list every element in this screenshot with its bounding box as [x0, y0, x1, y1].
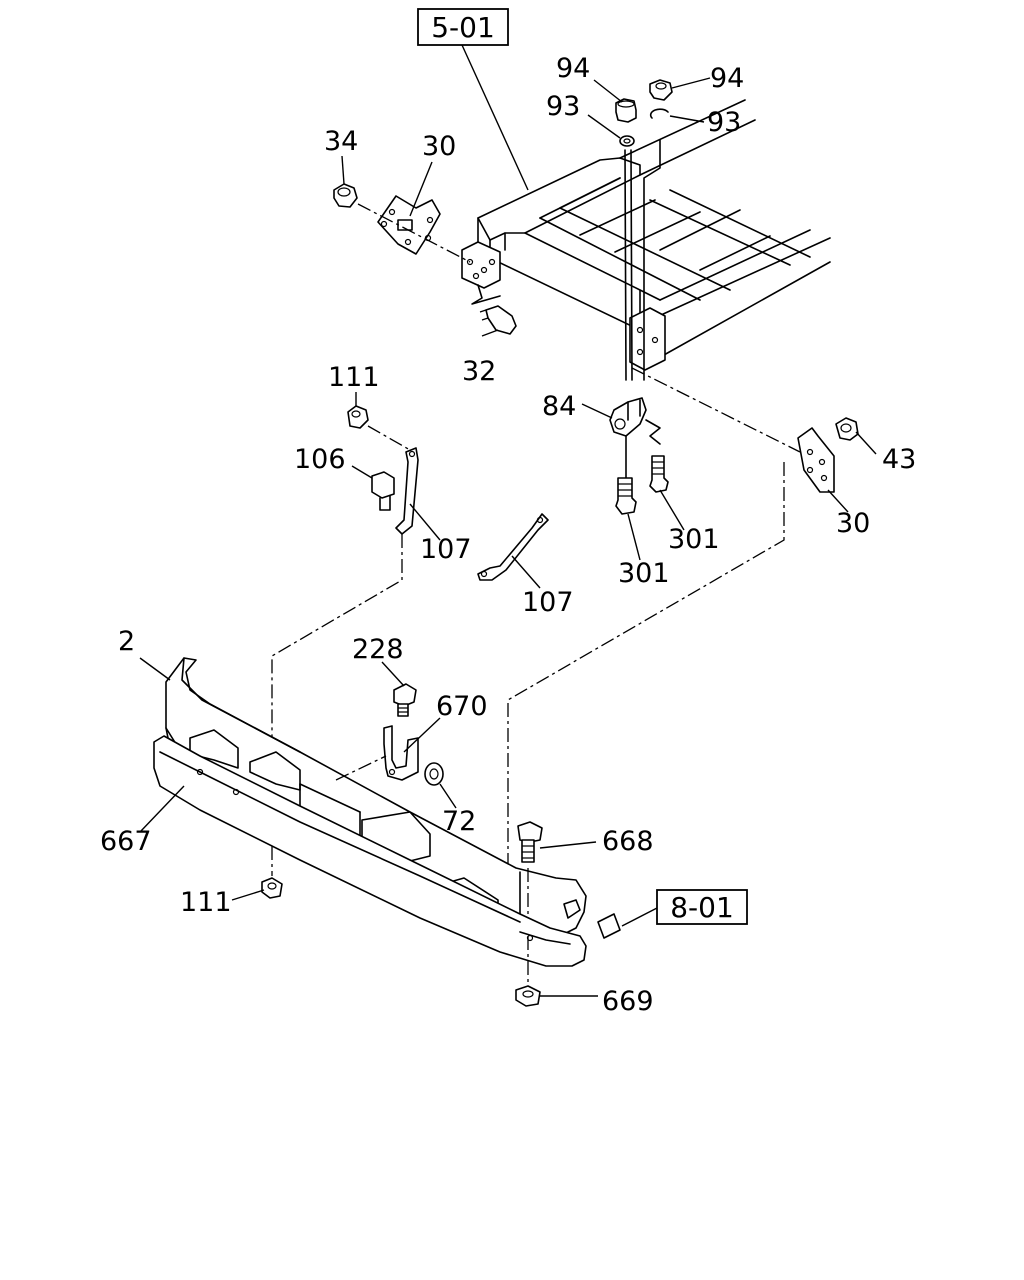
nut-94-right	[649, 79, 673, 101]
leader-lines	[139, 77, 877, 997]
label-670[interactable]: 670	[436, 691, 488, 722]
bolt-668	[517, 821, 543, 863]
clamp-84	[609, 397, 647, 437]
centerline-111	[367, 425, 411, 451]
centerline-right-to-bumper	[507, 462, 785, 866]
stay-107-right	[477, 513, 549, 581]
label-93-left[interactable]: 93	[546, 91, 580, 122]
break-line-84	[645, 419, 661, 445]
lamp-part	[597, 913, 621, 939]
stud-rod-left-edge	[630, 149, 633, 381]
centerline-stay-to-bumper	[271, 534, 403, 740]
svg-text:8-01: 8-01	[670, 891, 734, 924]
washer-93-left	[619, 135, 635, 147]
centerline-bracket-30-left	[357, 203, 471, 263]
label-2[interactable]: 2	[118, 626, 135, 657]
part-labels: 94 94 93 93 34 30 32 111 84 43 106 107 3…	[100, 53, 916, 1017]
label-43[interactable]: 43	[882, 444, 916, 475]
skirt-667	[153, 735, 587, 967]
label-301-right[interactable]: 301	[668, 524, 720, 555]
nut-111-bottom	[261, 877, 283, 899]
label-72[interactable]: 72	[442, 806, 476, 837]
label-84[interactable]: 84	[542, 391, 576, 422]
reference-5-01[interactable]: 5-01	[417, 8, 509, 46]
break-line-32	[471, 284, 501, 305]
bracket-670	[383, 725, 419, 781]
nut-94-left	[615, 98, 637, 123]
label-107-right[interactable]: 107	[522, 587, 574, 618]
centerline-bracket-30-right	[631, 367, 801, 453]
label-93-right[interactable]: 93	[707, 107, 741, 138]
washer-93-right	[649, 108, 669, 119]
label-107-left[interactable]: 107	[420, 534, 472, 565]
label-111-top[interactable]: 111	[328, 362, 380, 393]
label-34[interactable]: 34	[324, 126, 358, 157]
stud-rod-left	[624, 149, 627, 381]
bolt-301-right	[649, 455, 669, 493]
frame-assembly	[461, 99, 831, 371]
label-667[interactable]: 667	[100, 826, 152, 857]
stud-rod-right	[643, 139, 661, 381]
svg-text:5-01: 5-01	[431, 11, 495, 44]
bolt-228	[393, 683, 417, 717]
label-301-left[interactable]: 301	[618, 558, 670, 589]
label-94-right[interactable]: 94	[710, 63, 744, 94]
bolt-301-left	[615, 477, 637, 515]
label-30-left[interactable]: 30	[422, 131, 456, 162]
bolt-106	[371, 471, 395, 511]
nut-669	[515, 985, 541, 1007]
nut-43	[835, 417, 859, 441]
nut-34	[333, 183, 358, 208]
leader-5-01	[461, 44, 529, 191]
nut-111-top	[347, 405, 369, 429]
label-32[interactable]: 32	[462, 356, 496, 387]
reference-8-01[interactable]: 8-01	[656, 889, 748, 925]
centerline-670	[335, 755, 387, 781]
leader-8-01	[621, 907, 658, 927]
label-668[interactable]: 668	[602, 826, 654, 857]
label-669[interactable]: 669	[602, 986, 654, 1017]
bracket-30-right	[797, 427, 835, 493]
label-94-left[interactable]: 94	[556, 53, 590, 84]
label-111-bottom[interactable]: 111	[180, 887, 232, 918]
label-30-right[interactable]: 30	[836, 508, 870, 539]
label-106[interactable]: 106	[294, 444, 346, 475]
bracket-30-left	[377, 195, 441, 255]
washer-72	[424, 762, 444, 786]
stay-107-left	[395, 447, 419, 535]
label-228[interactable]: 228	[352, 634, 404, 665]
bolt-32	[479, 305, 517, 335]
